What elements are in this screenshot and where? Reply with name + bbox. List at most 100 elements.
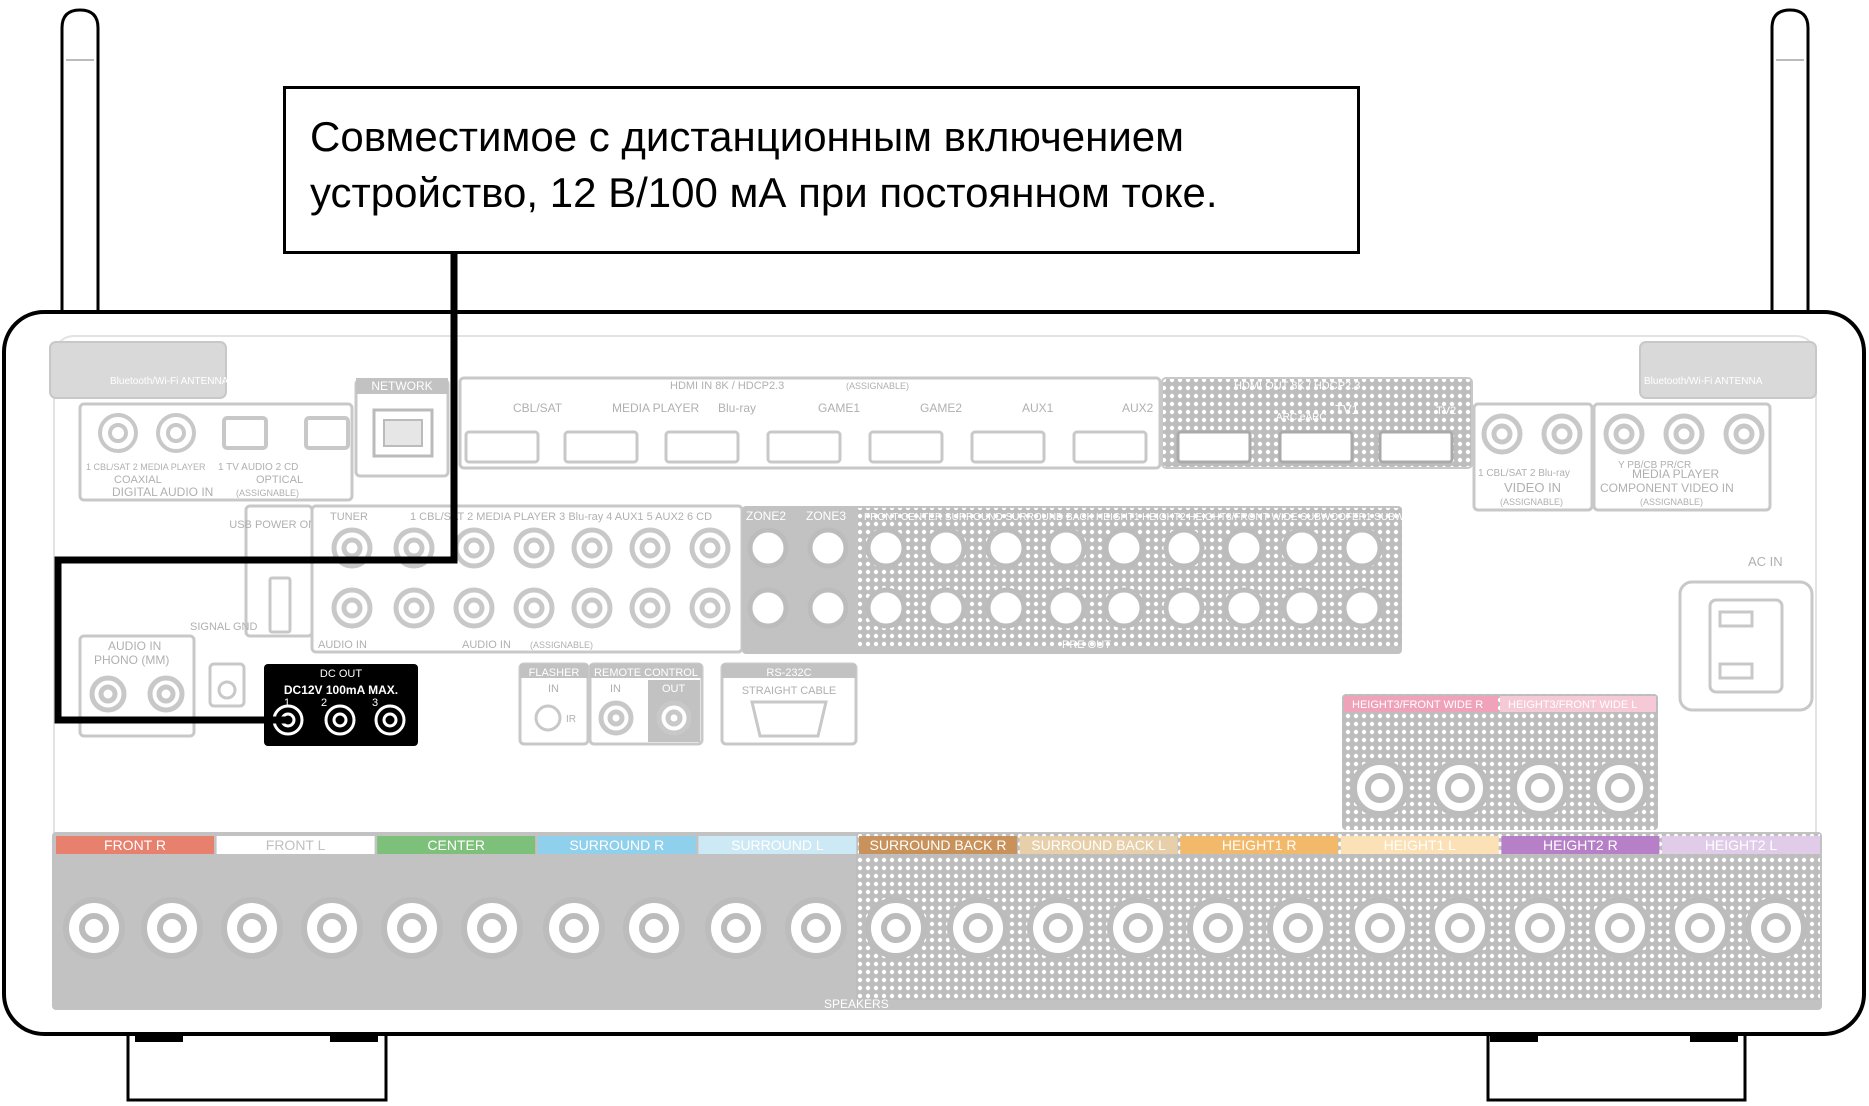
hdmi-aux1-label: AUX1 (1022, 401, 1054, 415)
component-assignable: (ASSIGNABLE) (1640, 497, 1703, 507)
hdmi-in-assignable: (ASSIGNABLE) (846, 381, 909, 391)
signal-gnd-terminal: SIGNAL GND (190, 621, 257, 708)
callout-text: Совместимое с дистанционным включением у… (310, 109, 1218, 221)
remote-out-label: OUT (662, 683, 686, 695)
speaker-label: FRONT R (104, 837, 166, 853)
speaker-label-tab (377, 836, 536, 854)
speaker-label-tab (1340, 836, 1499, 854)
right-foot (1486, 1030, 1747, 1102)
hdmi-out-block: HDMI OUT 8K / HDCP2.3 TV1 TV2 ARC eARC (1161, 377, 1473, 469)
zone3-label: ZONE3 (806, 509, 846, 523)
speaker-label: HEIGHT2 L (1705, 837, 1778, 853)
straight-cable-label: STRAIGHT CABLE (742, 685, 837, 697)
speaker-label-tab (1662, 836, 1820, 854)
rs232c-port: RS-232C STRAIGHT CABLE (720, 662, 858, 746)
hdmi-in-label: HDMI IN 8K / HDCP2.3 (670, 380, 784, 392)
bt-wifi-antenna-left: Bluetooth/Wi-Fi ANTENNA (49, 341, 229, 399)
height3-l-label: HEIGHT3/FRONT WIDE L (1508, 699, 1637, 711)
hdmi-out-tv2: TV2 (1436, 405, 1456, 417)
dc-out-2-label: 2 (321, 697, 327, 709)
speaker-label: HEIGHT2 R (1543, 837, 1618, 853)
flasher-label: FLASHER (529, 667, 580, 679)
optical-input-labels: 1 TV AUDIO 2 CD (218, 462, 298, 473)
tuner-label: TUNER (330, 511, 368, 523)
right-antenna (1770, 8, 1810, 387)
speaker-label-tab (1019, 836, 1178, 854)
tuner-audio-in-label: AUDIO IN (318, 639, 367, 651)
zone2-label: ZONE2 (746, 509, 786, 523)
speaker-label: SURROUND L (731, 837, 824, 853)
callout-leader-line (54, 254, 458, 724)
speaker-label-tab (216, 836, 375, 854)
signal-gnd-label: SIGNAL GND (190, 621, 257, 633)
video-in-assignable: (ASSIGNABLE) (1500, 497, 1563, 507)
speaker-label-tab (1180, 836, 1339, 854)
dc-out-block: DC OUT DC12V 100mA MAX. 1 2 3 (264, 664, 418, 746)
speaker-label-tab (698, 836, 857, 854)
speaker-label: SURROUND R (569, 837, 664, 853)
speakers-strip: FRONT R FRONT L CENTER SURROUND R SURROUND L… (52, 832, 1822, 1011)
video-in-input-labels: 1 CBL/SAT 2 Blu-ray (1478, 468, 1570, 479)
bt-wifi-antenna-right: Bluetooth/Wi-Fi ANTENNA (1639, 341, 1817, 399)
speaker-label-tab (1501, 836, 1660, 854)
left-antenna (60, 8, 100, 387)
hdmi-game1-label: GAME1 (818, 401, 860, 415)
video-in-block: 1 CBL/SAT 2 Blu-ray VIDEO IN (ASSIGNABLE… (1472, 402, 1594, 512)
hdmi-game2-label: GAME2 (920, 401, 962, 415)
callout-line-1: Совместимое с дистанционным включением (310, 113, 1185, 160)
phono-input-block: AUDIO IN PHONO (MM) (78, 634, 196, 738)
component-ypbpr-labels: Y PB/CB PR/CR (1618, 460, 1691, 471)
speaker-label: HEIGHT1 L (1384, 837, 1457, 853)
hdmi-aux2-label: AUX2 (1122, 401, 1154, 415)
speaker-label: SURROUND BACK R (870, 837, 1007, 853)
left-foot (126, 1030, 388, 1102)
hdmi-cbl-sat-label: CBL/SAT (513, 401, 563, 415)
dc-out-label: DC OUT (320, 668, 362, 680)
speaker-label-tab (859, 836, 1017, 854)
callout-box: Совместимое с дистанционным включением у… (283, 86, 1360, 254)
speaker-label-tab (537, 836, 696, 854)
height3-r-label: HEIGHT3/FRONT WIDE R (1352, 699, 1483, 711)
bt-antenna-label-left: Bluetooth/Wi-Fi ANTENNA (110, 376, 229, 387)
video-in-label: VIDEO IN (1504, 480, 1561, 495)
callout-line-2: устройство, 12 В/100 мА при постоянном т… (310, 169, 1218, 216)
analog-audio-assignable: (ASSIGNABLE) (530, 640, 593, 650)
coaxial-label: COAXIAL (114, 474, 162, 486)
flasher-in-label: IN (548, 683, 559, 695)
flasher-ir-label: IR (566, 714, 576, 725)
hdmi-media-player-label: MEDIA PLAYER (612, 401, 699, 415)
component-video-in-label: COMPONENT VIDEO IN (1600, 481, 1734, 495)
speaker-label: SURROUND BACK L (1031, 837, 1166, 853)
speaker-label: CENTER (427, 837, 485, 853)
speakers-label: SPEAKERS (824, 997, 889, 1011)
dc-out-spec: DC12V 100mA MAX. (284, 683, 398, 697)
dc-out-1-label: 1 (284, 697, 290, 709)
remote-control-jacks: REMOTE CONTROL IN OUT (588, 662, 704, 746)
remote-in-label: IN (610, 683, 621, 695)
flasher-in-jack: FLASHER IN IR (518, 662, 590, 746)
usb-power-port: USB POWER ONLY (229, 504, 329, 638)
hdmi-bluray-label: Blu-ray (718, 401, 756, 415)
digital-audio-assignable: (ASSIGNABLE) (236, 488, 299, 498)
dc-out-3-label: 3 (372, 697, 378, 709)
bt-antenna-label-right: Bluetooth/Wi-Fi ANTENNA (1644, 376, 1763, 387)
component-media-player-label: MEDIA PLAYER (1632, 467, 1719, 481)
component-video-in-block: Y PB/CB PR/CR MEDIA PLAYER COMPONENT VID… (1592, 402, 1772, 512)
speaker-label: HEIGHT1 R (1222, 837, 1297, 853)
height3-front-wide-terminals: HEIGHT3/FRONT WIDE R HEIGHT3/FRONT WIDE … (1342, 694, 1658, 830)
zone-preout-block: ZONE2 ZONE3 FRONT CENTER SURROUND SURROU… (742, 506, 1446, 654)
speaker-label: FRONT L (266, 837, 326, 853)
phono-audio-in-label: AUDIO IN (108, 639, 161, 653)
preout-channel-labels: FRONT CENTER SURROUND SURROUND BACK HEIG… (864, 512, 1446, 523)
remote-control-label: REMOTE CONTROL (594, 667, 698, 679)
digital-audio-in-block: 1 CBL/SAT 2 MEDIA PLAYER COAXIAL 1 TV AU… (78, 402, 354, 502)
digital-audio-in-label: DIGITAL AUDIO IN (112, 485, 213, 499)
pre-out-label: PRE OUT (1062, 639, 1111, 651)
hdmi-in-block: HDMI IN 8K / HDCP2.3 (ASSIGNABLE) CBL/SA… (458, 376, 1162, 470)
network-port: NETWORK (354, 378, 450, 478)
phono-label: PHONO (MM) (94, 653, 169, 667)
ac-in-socket: AC IN (1678, 554, 1814, 712)
hdmi-out-tv1: TV1 (1335, 402, 1359, 417)
hdmi-out-arc: ARC eARC (1276, 412, 1327, 423)
